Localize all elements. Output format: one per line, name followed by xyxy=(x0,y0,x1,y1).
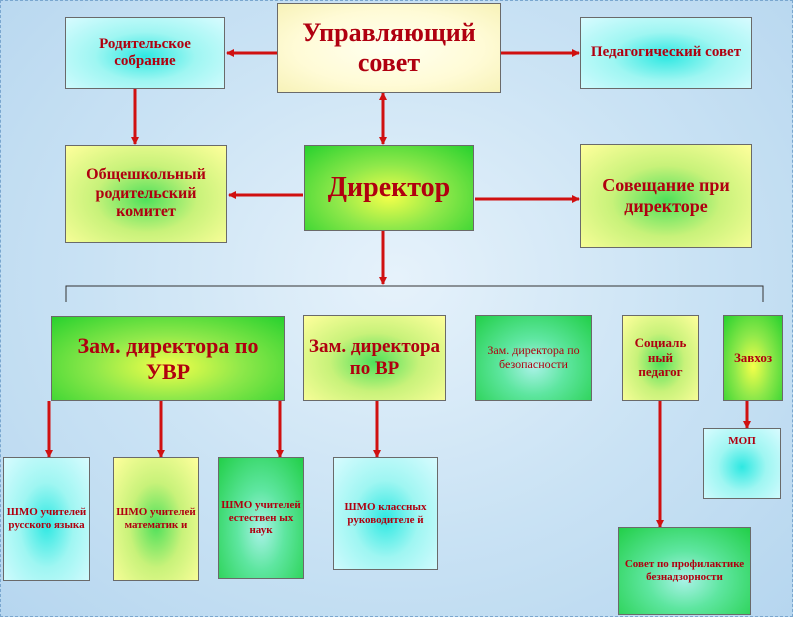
director-meeting-box: Совещание при директоре xyxy=(580,144,752,248)
parent-committee-box: Общешкольный родительский комитет xyxy=(65,145,227,243)
social-pedagogue-box: Социаль ный педагог xyxy=(622,315,699,401)
pedagogical-council-box: Педагогический совет xyxy=(580,17,752,89)
prevention-council-box: Совет по профилактике безнадзорности xyxy=(618,527,751,615)
shmo-class-teachers-box: ШМО классных руководителе й xyxy=(333,457,438,570)
shmo-science-label: ШМО учителей естествен ых наук xyxy=(221,499,301,537)
parent-meeting-label: Родительское собрание xyxy=(99,35,191,69)
parent-committee-label: Общешкольный родительский комитет xyxy=(86,166,206,221)
director-meeting-label: Совещание при директоре xyxy=(602,175,730,216)
deputy-safety-label: Зам. директора по безопасности xyxy=(487,343,580,371)
deputy-uvr-label: Зам. директора по УВР xyxy=(77,333,259,384)
bracket-line xyxy=(65,285,764,302)
governing-council-label: Управляющий совет xyxy=(302,18,476,77)
mop-label: МОП xyxy=(728,435,756,447)
shmo-math-box: ШМО учителей математик и xyxy=(113,457,199,581)
social-pedagogue-label: Социаль ный педагог xyxy=(634,334,687,380)
caretaker-label: Завхоз xyxy=(733,349,773,365)
shmo-math-label: ШМО учителей математик и xyxy=(116,506,196,531)
deputy-vr-box: Зам. директора по ВР xyxy=(303,315,446,401)
caretaker-box: Завхоз xyxy=(723,315,783,401)
shmo-russian-box: ШМО учителей русского языка xyxy=(3,457,90,581)
parent-meeting-box: Родительское собрание xyxy=(65,17,225,89)
deputy-safety-box: Зам. директора по безопасности xyxy=(475,315,592,401)
director-label: Директор xyxy=(327,171,451,203)
prevention-council-label: Совет по профилактике безнадзорности xyxy=(624,558,745,583)
shmo-class-teachers-label: ШМО классных руководителе й xyxy=(344,500,427,526)
director-box: Директор xyxy=(304,145,474,231)
deputy-vr-label: Зам. директора по ВР xyxy=(308,336,441,379)
shmo-science-box: ШМО учителей естествен ых наук xyxy=(218,457,304,579)
shmo-russian-label: ШМО учителей русского языка xyxy=(6,506,87,531)
deputy-uvr-box: Зам. директора по УВР xyxy=(51,316,285,401)
pedagogical-council-label: Педагогический совет xyxy=(590,44,742,61)
mop-box: МОП xyxy=(703,428,781,499)
governing-council-box: Управляющий совет xyxy=(277,3,501,93)
